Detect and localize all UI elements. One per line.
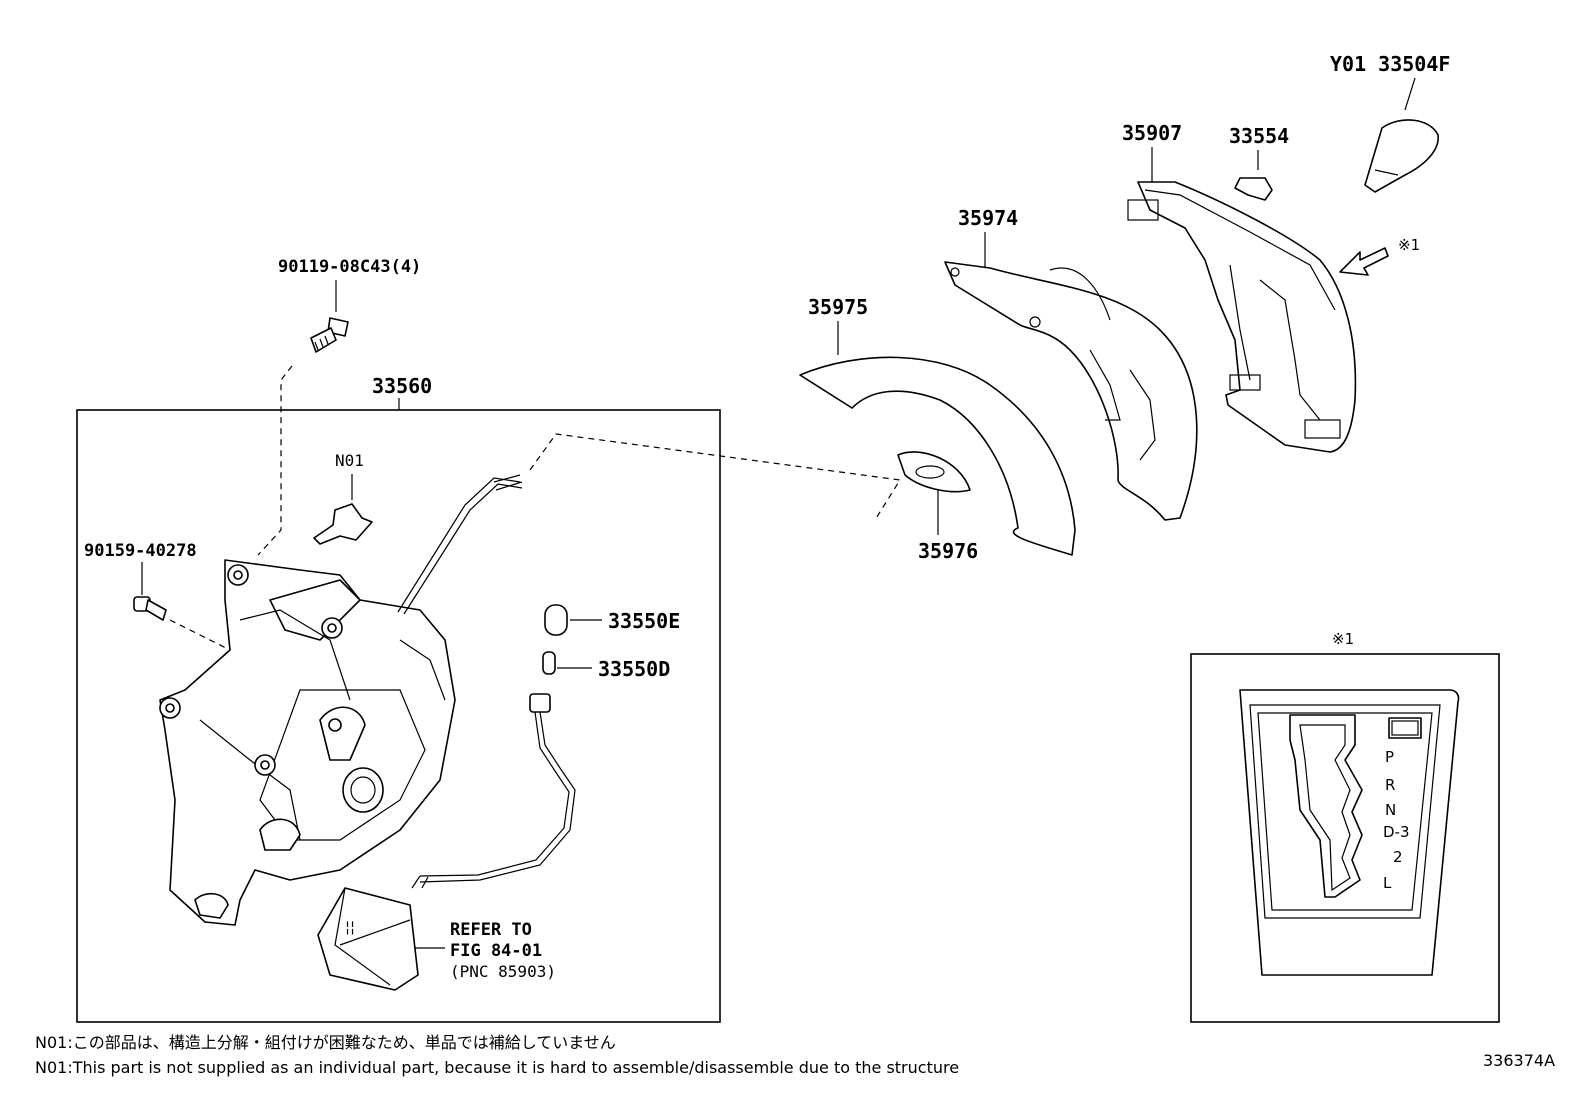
label-35907[interactable]: 35907 [1122, 121, 1182, 145]
gate-r: R [1385, 776, 1395, 794]
shift-lever-bracket [159, 559, 456, 926]
bulb-socket-wire [411, 693, 576, 889]
shift-gate-panel [1239, 689, 1460, 976]
bolt-90159-icon [133, 596, 167, 621]
inset-box [1190, 653, 1500, 1023]
note-english: N01:This part is not supplied as an indi… [35, 1058, 959, 1077]
part-35976 [897, 451, 971, 493]
shift-lever-rod [397, 474, 523, 615]
bolt-90119-icon [310, 317, 349, 353]
bulb-33550e-icon [544, 604, 568, 636]
gate-2: 2 [1393, 848, 1403, 866]
label-90119-08c43[interactable]: 90119-08C43(4) [278, 257, 421, 277]
label-n01[interactable]: N01 [335, 451, 364, 470]
n01-bracket [313, 503, 373, 545]
label-y01-33504f[interactable]: Y01 33504F [1330, 52, 1450, 76]
inset-title: ※1 [1332, 630, 1354, 648]
note-japanese: N01:この部品は、構造上分解・組付けが困難なため、単品では補給していません [35, 1033, 616, 1052]
label-33554[interactable]: 33554 [1229, 124, 1289, 148]
shift-panel-35907 [1127, 181, 1357, 453]
clip-33554-icon [1234, 177, 1273, 201]
figure-id: 336374A [1483, 1051, 1555, 1070]
indicator-housing-35974 [944, 261, 1198, 521]
label-90159-40278[interactable]: 90159-40278 [84, 541, 197, 561]
refer-line-3: (PNC 85903) [450, 962, 556, 981]
refer-line-2[interactable]: FIG 84-01 [450, 941, 542, 961]
label-33550d[interactable]: 33550D [598, 657, 670, 681]
shift-knob-icon [1364, 119, 1439, 193]
gate-p: P [1385, 748, 1394, 766]
bulb-33550d-icon [542, 651, 556, 675]
label-35974[interactable]: 35974 [958, 206, 1018, 230]
label-35976[interactable]: 35976 [918, 539, 978, 563]
label-35975[interactable]: 35975 [808, 295, 868, 319]
label-33560[interactable]: 33560 [372, 374, 432, 398]
svg-text:¦¦: ¦¦ [345, 918, 355, 936]
refer-line-1[interactable]: REFER TO [450, 920, 532, 940]
control-unit: ¦¦ [317, 887, 419, 991]
label-33550e[interactable]: 33550E [608, 609, 680, 633]
view-mark-1: ※1 [1398, 236, 1420, 254]
gate-d3: D-3 [1383, 823, 1410, 841]
view-arrow-icon [1339, 247, 1389, 276]
slide-plate-35975 [799, 356, 1076, 556]
gate-n: N [1385, 801, 1396, 819]
gate-l: L [1383, 874, 1392, 892]
